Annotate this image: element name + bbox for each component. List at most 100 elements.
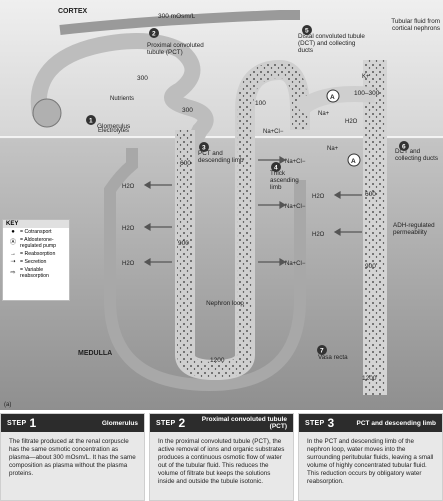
dct-label-box: Distal convoluted tubule (DCT) and colle…: [298, 33, 365, 54]
osm-100-300: 100–300: [354, 90, 380, 97]
h2o-label-3: H2O: [122, 261, 135, 267]
h2o-label-1: H2O: [122, 184, 135, 190]
nutrients-label: Nutrients: [110, 96, 134, 102]
nacl-label-3: Na+Cl−: [285, 204, 306, 210]
osm-1200b: 1200: [362, 375, 377, 382]
step-3-header: STEP 3 PCT and descending limb: [299, 414, 442, 432]
key-legend: KEY ● = Cotransport Ⓐ = Aldosterone-regu…: [2, 219, 70, 301]
na-label-2: Na+: [327, 146, 339, 152]
badge-2: 2: [152, 31, 156, 38]
badge-4: 4: [274, 165, 278, 172]
thick-limb-box: Thick ascending limb: [270, 170, 299, 191]
nephron-diagram: CORTEX MEDULLA 300 mOsm/L 300 300 600 90…: [0, 0, 443, 410]
key-item: ● = Cotransport: [3, 228, 69, 236]
reabsorption-arrow-icon: →: [10, 251, 16, 257]
tubular-fluid-box: Tubular fluid from cortical nephrons: [391, 18, 440, 32]
nephron-loop-label: Nephron loop: [206, 300, 244, 307]
osm-1200a: 1200: [210, 357, 225, 364]
step-3-body: In the PCT and descending limb of the ne…: [307, 438, 434, 485]
key-item-label: = Aldosterone-regulated pump: [20, 237, 57, 249]
step-badges: 1 2 3 4 5 6 7: [86, 25, 409, 355]
electrolytes-label: Electrolytes: [98, 128, 129, 134]
step-3-number: 3: [327, 416, 335, 430]
pct-label: Proximal convoluted tubule (PCT): [147, 42, 204, 56]
step-2-body: In the proximal convoluted tubule (PCT),…: [158, 438, 285, 485]
step-2-header: STEP 2 Proximal convoluted tubule (PCT): [150, 414, 293, 432]
badge-1: 1: [89, 118, 93, 125]
osm-900b: 900: [365, 263, 376, 270]
step-2-number: 2: [178, 416, 186, 430]
step-1-title: Glomerulus: [101, 419, 138, 427]
vasa-recta-label: Vasa recta: [318, 354, 348, 361]
step-3-label: STEP: [305, 419, 325, 427]
osm-900a: 900: [178, 240, 189, 247]
badge-7: 7: [320, 348, 324, 355]
dct-collecting-label: DCT and collecting ducts: [395, 148, 439, 162]
key-item: ⇢ = Secretion: [3, 258, 69, 266]
osm-600a: 600: [180, 160, 191, 167]
cotransport-icon: ●: [11, 229, 15, 235]
vasa-recta-box: Vasa recta: [318, 354, 348, 361]
step-1-body: The filtrate produced at the renal corpu…: [9, 438, 136, 477]
pct-limb-label: PCT and descending limb: [198, 150, 244, 164]
adh-box: ADH-regulated permeability: [393, 222, 435, 236]
dct-label: Distal convoluted tubule (DCT) and colle…: [298, 33, 365, 54]
pct-tubule: [30, 33, 214, 154]
pct-label-box: Proximal convoluted tubule (PCT): [147, 42, 204, 56]
step-1-header: STEP 1 Glomerulus: [1, 414, 144, 432]
variable-reabsorption-icon: ⇨: [10, 270, 16, 276]
osm-600b: 600: [365, 191, 376, 198]
step-2-panel: STEP 2 Proximal convoluted tubule (PCT) …: [149, 413, 294, 501]
aldosterone-pump-1: [326, 89, 340, 103]
key-title: KEY: [3, 220, 69, 228]
efferent-vessel: [59, 10, 300, 35]
nacl-label-2: Na+Cl−: [285, 159, 306, 165]
key-item-label: = Variable reabsorption: [20, 267, 49, 279]
secretion-arrow-icon: ⇢: [10, 259, 16, 265]
pump-2-letter: A: [351, 158, 356, 165]
step-2-title: Proximal convoluted tubule (PCT): [201, 416, 287, 430]
k-label: K+: [362, 74, 370, 80]
step-2-label: STEP: [156, 419, 176, 427]
dct-collecting-box: DCT and collecting ducts: [395, 148, 439, 162]
reabsorption-arrows: [143, 155, 362, 267]
step-1-panel: STEP 1 Glomerulus The filtrate produced …: [0, 413, 145, 501]
h2o-label-2: H2O: [122, 226, 135, 232]
step-3-panel: STEP 3 PCT and descending limb In the PC…: [298, 413, 443, 501]
h2o-label-4: H2O: [345, 119, 358, 125]
osm-100: 100: [255, 100, 266, 107]
medulla-label: MEDULLA: [78, 350, 112, 357]
key-item: ⇨ = Variable reabsorption: [3, 266, 69, 280]
figure-tag: (a): [4, 402, 11, 408]
badge-6: 6: [402, 144, 406, 151]
cortex-label: CORTEX: [58, 8, 88, 15]
nacl-label-4: Na+Cl−: [285, 261, 306, 267]
nephron-loop-fill: [177, 61, 308, 379]
thick-limb-label: Thick ascending limb: [270, 170, 299, 191]
h2o-label-5: H2O: [312, 194, 325, 200]
vasa-recta: [104, 148, 306, 392]
step-1-label: STEP: [7, 419, 27, 427]
key-item: → = Reabsorption: [3, 250, 69, 258]
na-label-1: Na+: [318, 111, 330, 117]
adh-label: ADH-regulated permeability: [393, 222, 435, 236]
pump-1-letter: A: [330, 94, 335, 101]
glomerulus: [32, 98, 62, 128]
step-3-title: PCT and descending limb: [356, 419, 436, 427]
h2o-label-6: H2O: [312, 232, 325, 238]
key-item-label: = Cotransport: [20, 229, 52, 235]
osm-300b: 300: [182, 107, 193, 114]
nacl-label-1: Na+Cl−: [263, 129, 284, 135]
pct-limb-box: PCT and descending limb: [198, 150, 244, 164]
step-1-number: 1: [29, 416, 37, 430]
badge-5: 5: [305, 28, 309, 35]
key-item: Ⓐ = Aldosterone-regulated pump: [3, 236, 69, 250]
aldosterone-pump-2: [347, 153, 361, 167]
glomerulus-label: Glomerulus: [97, 123, 131, 130]
osm-300a: 300: [137, 75, 148, 82]
badge-3: 3: [202, 145, 206, 152]
key-item-label: = Reabsorption: [20, 251, 56, 257]
osm-top-label: 300 mOsm/L: [158, 13, 196, 20]
aldosterone-pump-icon: Ⓐ: [9, 240, 16, 246]
tubular-fluid-label: Tubular fluid from cortical nephrons: [391, 18, 440, 32]
